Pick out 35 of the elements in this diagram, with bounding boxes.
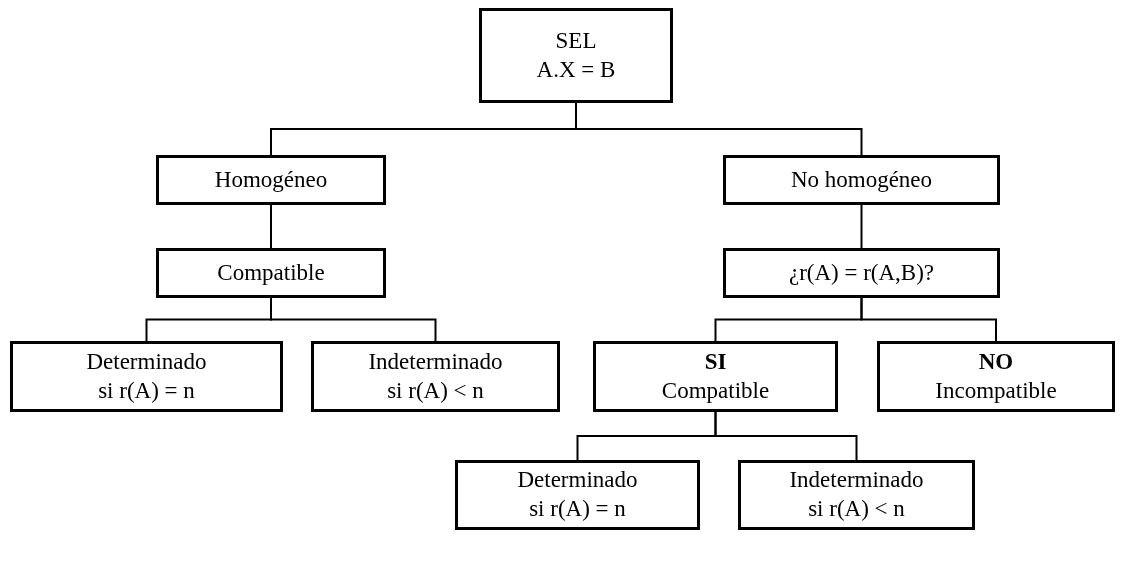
node-box: [593, 341, 838, 412]
node-box: [311, 341, 560, 412]
node-text: Indeterminado: [368, 347, 503, 376]
connector-line: [270, 297, 437, 342]
node-text: SEL: [555, 26, 597, 55]
node-text: Homogéneo: [214, 165, 328, 194]
node-box: [10, 341, 283, 412]
node-text: SI: [704, 347, 727, 376]
node-box: [479, 8, 673, 103]
node-box: [156, 155, 386, 205]
node-text: Determinado: [86, 347, 207, 376]
node-box: [455, 460, 700, 530]
node-box: [156, 248, 386, 298]
node-text: No homogéneo: [790, 165, 933, 194]
node-text: Compatible: [217, 258, 325, 287]
node-text: si r(A) < n: [387, 376, 484, 405]
node-text: A.X = B: [536, 55, 616, 84]
node-text: si r(A) < n: [808, 495, 905, 523]
node-box: [877, 341, 1115, 412]
node-text: Incompatible: [935, 376, 1057, 405]
connector-line: [714, 411, 858, 461]
connector-line: [860, 204, 863, 249]
node-text: si r(A) = n: [98, 376, 195, 405]
node-text: Indeterminado: [789, 466, 924, 495]
node-text: ¿r(A) = r(A,B)?: [788, 258, 935, 287]
node-text: si r(A) = n: [529, 495, 626, 523]
node-box: [723, 248, 1000, 298]
node-text: NO: [978, 347, 1014, 376]
node-text: Determinado: [517, 466, 638, 495]
node-box: [723, 155, 1000, 205]
connector-line: [575, 102, 863, 156]
connector-line: [270, 204, 272, 249]
node-box: [738, 460, 975, 530]
connector-line: [860, 297, 997, 342]
node-text: Compatible: [661, 376, 770, 405]
